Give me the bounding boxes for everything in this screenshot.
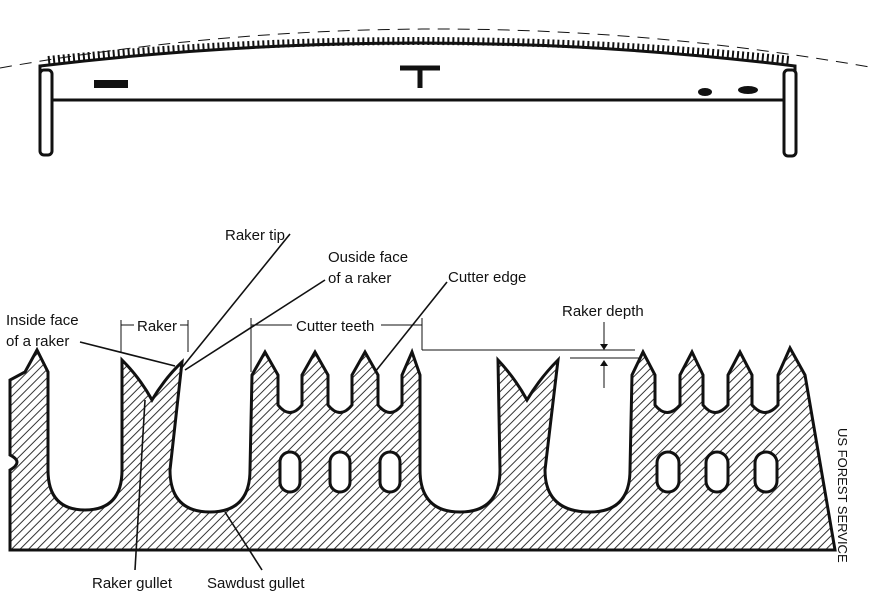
whole-saw-illustration [0, 28, 875, 158]
label-inside-face: of a raker [6, 333, 69, 350]
tooth-hole [655, 450, 681, 494]
label-cutter-edge: Cutter edge [448, 269, 526, 286]
saw-stamp-mark [94, 80, 128, 88]
label-sawdust-gullet: Sawdust gullet [207, 575, 305, 592]
credit-text: US FOREST SERVICE [835, 428, 850, 563]
label-raker-tip: Raker tip [225, 227, 285, 244]
label-raker: Raker [137, 318, 177, 335]
tooth-profile [8, 344, 837, 552]
leader-lines [79, 233, 640, 571]
tooth-hole [704, 450, 730, 494]
label-outside-face: Ouside face [328, 249, 408, 266]
label-raker-depth: Raker depth [562, 303, 644, 320]
label-cutter-teeth: Cutter teeth [296, 318, 374, 335]
label-outside-face: of a raker [328, 270, 391, 287]
saw-tooth-section [8, 344, 837, 552]
tooth-hole [753, 450, 779, 494]
tooth-hole [328, 450, 352, 494]
saw-teeth-row [47, 37, 791, 64]
label-inside-face: Inside face [6, 312, 79, 329]
saw-arc-guide [0, 28, 875, 69]
saw-mark [698, 88, 712, 96]
saw-mark [738, 86, 758, 94]
tooth-hole [378, 450, 402, 494]
left-handle [38, 68, 54, 157]
label-raker-gullet: Raker gullet [92, 575, 173, 592]
saw-center-mark [400, 65, 440, 88]
right-handle [782, 68, 798, 158]
tooth-hole [278, 450, 302, 494]
